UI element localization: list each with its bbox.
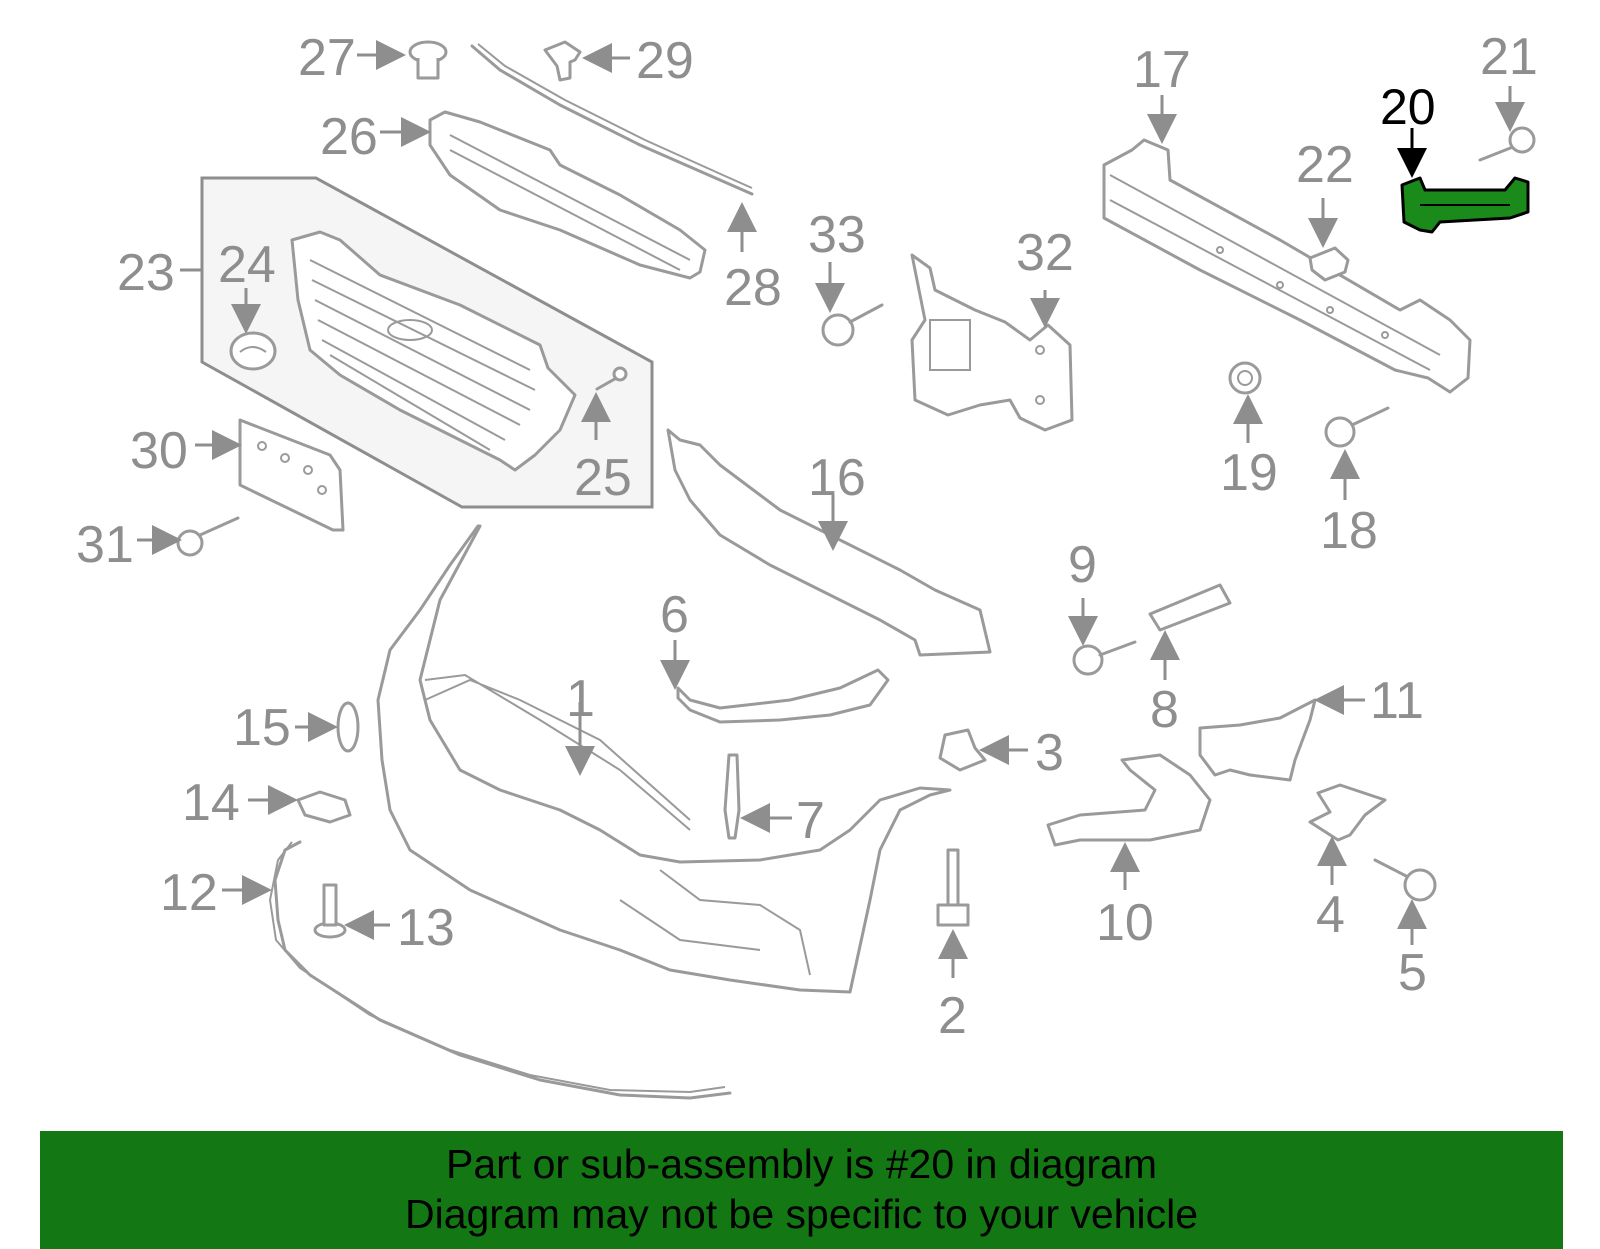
bracket-11-part	[1198, 698, 1317, 782]
callout-29: 29	[636, 32, 694, 90]
upper-shield-part	[428, 110, 707, 280]
license-bracket-part	[238, 418, 345, 532]
leader-arrows	[137, 40, 1525, 978]
bolt-2-part	[936, 848, 970, 927]
callout-8: 8	[1150, 681, 1179, 739]
callout-28: 28	[724, 259, 782, 317]
callout-labels: 27 29 26 28 23 24 25 30 31 16 6 1 7 15 1…	[76, 28, 1538, 1045]
bolt-21-part	[1478, 126, 1536, 162]
bolt-5-part	[1373, 858, 1437, 902]
callout-5: 5	[1398, 944, 1427, 1002]
bracket-10-part	[1046, 753, 1212, 847]
clip-14-part	[296, 790, 352, 824]
callout-32: 32	[1016, 224, 1074, 282]
seal-strip-part	[470, 44, 754, 196]
callout-31: 31	[76, 516, 134, 574]
callout-1: 1	[566, 670, 595, 728]
callout-18: 18	[1320, 502, 1378, 560]
reinforcement-beam-part	[1102, 138, 1472, 394]
bumper-cover-part	[376, 524, 952, 994]
pin-25-part	[595, 366, 628, 391]
callout-16: 16	[808, 449, 866, 507]
screw-31-part	[176, 516, 240, 557]
grille-assembly-panel	[200, 176, 654, 509]
callout-13: 13	[397, 899, 455, 957]
bolt-13-part	[313, 883, 347, 939]
callout-14: 14	[182, 774, 240, 832]
callout-25: 25	[574, 449, 632, 507]
banner-line-1: Part or sub-assembly is #20 in diagram	[446, 1141, 1157, 1187]
callout-7: 7	[796, 792, 825, 850]
cover-4-part	[1308, 783, 1387, 842]
cap-22-part	[1308, 246, 1350, 282]
clip-27-part	[408, 40, 448, 80]
callout-4: 4	[1316, 886, 1345, 944]
callout-11: 11	[1370, 672, 1424, 730]
nut-3-part	[938, 728, 987, 772]
callout-6: 6	[660, 586, 689, 644]
tape-8-part	[1148, 583, 1232, 632]
callout-26: 26	[320, 108, 378, 166]
callout-27: 27	[298, 29, 356, 87]
info-banner: Part or sub-assembly is #20 in diagram D…	[40, 1131, 1563, 1249]
emblem-part	[229, 331, 277, 371]
clip-29-part	[543, 40, 582, 82]
bracket-6-part	[676, 668, 890, 724]
bolt-33-part	[821, 303, 884, 347]
callout-30: 30	[130, 422, 188, 480]
callout-20: 20	[1380, 79, 1436, 135]
grommet-15-part	[336, 701, 360, 753]
callout-3: 3	[1035, 724, 1064, 782]
callout-19: 19	[1220, 444, 1278, 502]
highlighted-part-20[interactable]	[1400, 176, 1530, 234]
bolt-18-part	[1324, 406, 1390, 448]
callout-23: 23	[117, 244, 175, 302]
callout-15: 15	[233, 699, 291, 757]
banner-line-2: Diagram may not be specific to your vehi…	[404, 1191, 1198, 1237]
pin-7-part	[723, 753, 741, 840]
nut-19-part	[1228, 361, 1262, 395]
callout-9: 9	[1068, 536, 1097, 594]
callout-22: 22	[1296, 136, 1354, 194]
screw-9-part	[1072, 640, 1137, 676]
callout-33: 33	[808, 206, 866, 264]
callout-12: 12	[160, 864, 218, 922]
callout-17: 17	[1133, 41, 1191, 99]
grille-part	[290, 230, 577, 472]
callout-21: 21	[1480, 28, 1538, 86]
callout-2: 2	[938, 987, 967, 1045]
callout-24: 24	[218, 236, 276, 294]
callout-10: 10	[1096, 894, 1154, 952]
bracket-32-part	[910, 253, 1074, 432]
